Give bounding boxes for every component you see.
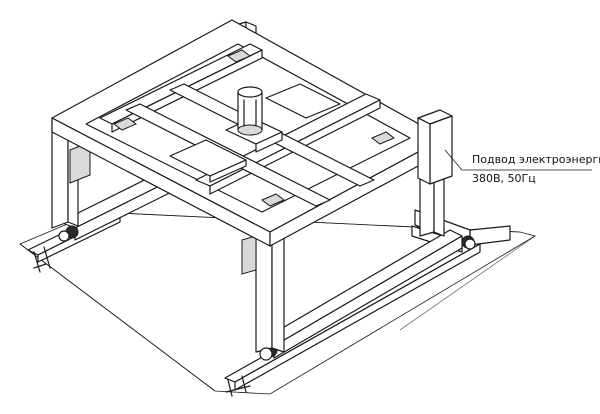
electrical-cabinet — [417, 109, 453, 185]
trolley-plates — [169, 83, 341, 183]
callout-leader — [444, 149, 592, 171]
wheels — [58, 230, 476, 361]
callout-voltage-label: 380В, 50Гц — [472, 172, 536, 185]
corner-brackets — [113, 49, 395, 207]
hoist-unit — [225, 86, 283, 153]
leg-front-left — [241, 229, 285, 353]
callout-power-supply-label: Подвод электроэнергии — [472, 153, 600, 166]
